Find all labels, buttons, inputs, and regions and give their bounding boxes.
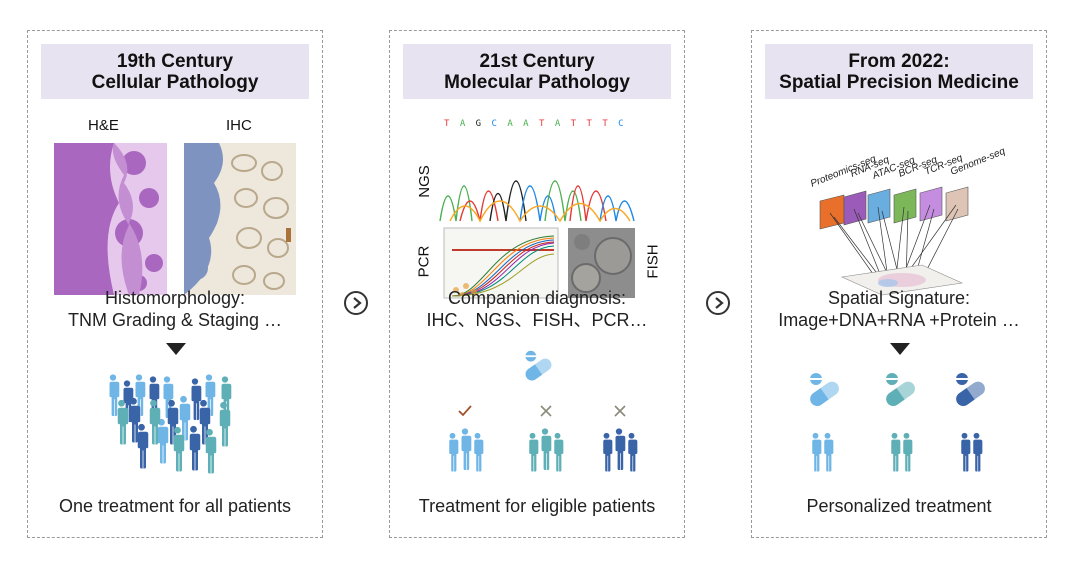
fish-label: FISH xyxy=(644,244,662,279)
patient-group-light xyxy=(448,428,484,472)
he-label: H&E xyxy=(88,117,119,134)
panel-caption: Personalized treatment xyxy=(806,496,992,516)
chevron-right-icon xyxy=(706,291,730,315)
panel-title-line1: 19th Century xyxy=(116,50,234,72)
panel-subtitle-line2: Image+DNA+RNA +Protein … xyxy=(778,310,1020,330)
sequence-letter: A xyxy=(554,119,561,129)
panel-title-line1: 21st Century xyxy=(479,50,595,72)
panel-subtitle-line1: Spatial Signature: xyxy=(827,288,971,308)
chevron-right-icon xyxy=(344,291,368,315)
panel-caption: One treatment for all patients xyxy=(58,496,292,516)
panel-subtitle-line1: Histomorphology: xyxy=(104,288,246,308)
ihc-label: IHC xyxy=(226,117,252,134)
sequence-letter: T xyxy=(586,119,592,129)
down-triangle-icon xyxy=(166,343,186,355)
spatial-omics-diagram: Proteomics-seq RNA-seq ATAC-seq BCR-seq … xyxy=(809,146,1007,296)
pill-icon xyxy=(953,373,988,409)
ngs-label: NGS xyxy=(415,165,433,198)
sequence-letter: T xyxy=(444,119,450,129)
patient-group-teal xyxy=(528,428,564,472)
panel-title-line1: From 2022: xyxy=(848,50,950,72)
pill-icon xyxy=(883,373,918,409)
patient-pair-dark xyxy=(960,432,983,472)
cross-icon xyxy=(540,405,552,417)
sequence-letter: A xyxy=(459,119,466,129)
pill-icon xyxy=(523,350,554,383)
pcr-amplification-plot xyxy=(443,227,559,299)
panel-subtitle-line2: TNM Grading & Staging … xyxy=(67,310,283,330)
panel-title-line2: Cellular Pathology xyxy=(91,71,259,93)
panel-subtitle-line2: IHC、NGS、FISH、PCR… xyxy=(426,310,648,330)
sequence-letter: T xyxy=(539,119,545,129)
panel-header: 19th Century Cellular Pathology xyxy=(41,44,309,99)
panel-cellular-pathology: 19th Century Cellular Pathology H&E IHC … xyxy=(27,30,323,538)
ihc-stain-image xyxy=(184,143,296,295)
panel-header: 21st Century Molecular Pathology xyxy=(403,44,671,99)
panel-spatial-precision-medicine: From 2022: Spatial Precision Medicine Pr… xyxy=(751,30,1047,538)
patient-pair-teal xyxy=(890,432,913,472)
pill-icon xyxy=(807,373,842,409)
sequence-letter: A xyxy=(523,119,529,129)
pcr-label: PCR xyxy=(415,245,433,278)
panel-header: From 2022: Spatial Precision Medicine xyxy=(765,44,1033,99)
panel-caption: Treatment for eligible patients xyxy=(418,496,656,516)
check-icon xyxy=(458,405,472,417)
sequence-letter: A xyxy=(507,119,513,129)
sequence-letter: C xyxy=(491,119,497,129)
sequence-letter: C xyxy=(618,119,624,129)
patient-group-dark xyxy=(602,428,638,472)
patient-pair-light xyxy=(811,432,834,472)
ngs-chromatogram xyxy=(439,180,635,223)
down-triangle-icon xyxy=(890,343,910,355)
panel-title-line2: Molecular Pathology xyxy=(444,71,630,93)
he-stain-image xyxy=(54,143,167,295)
sequence-letter: T xyxy=(602,119,608,129)
sequence-letter: G xyxy=(475,119,482,129)
fish-micrograph xyxy=(568,228,635,298)
panel-title-line2: Spatial Precision Medicine xyxy=(779,71,1019,93)
cross-icon xyxy=(614,405,626,417)
sequence-letter: T xyxy=(570,119,577,129)
panel-subtitle-line1: Companion diagnosis: xyxy=(447,288,627,308)
patient-crowd xyxy=(108,374,232,474)
